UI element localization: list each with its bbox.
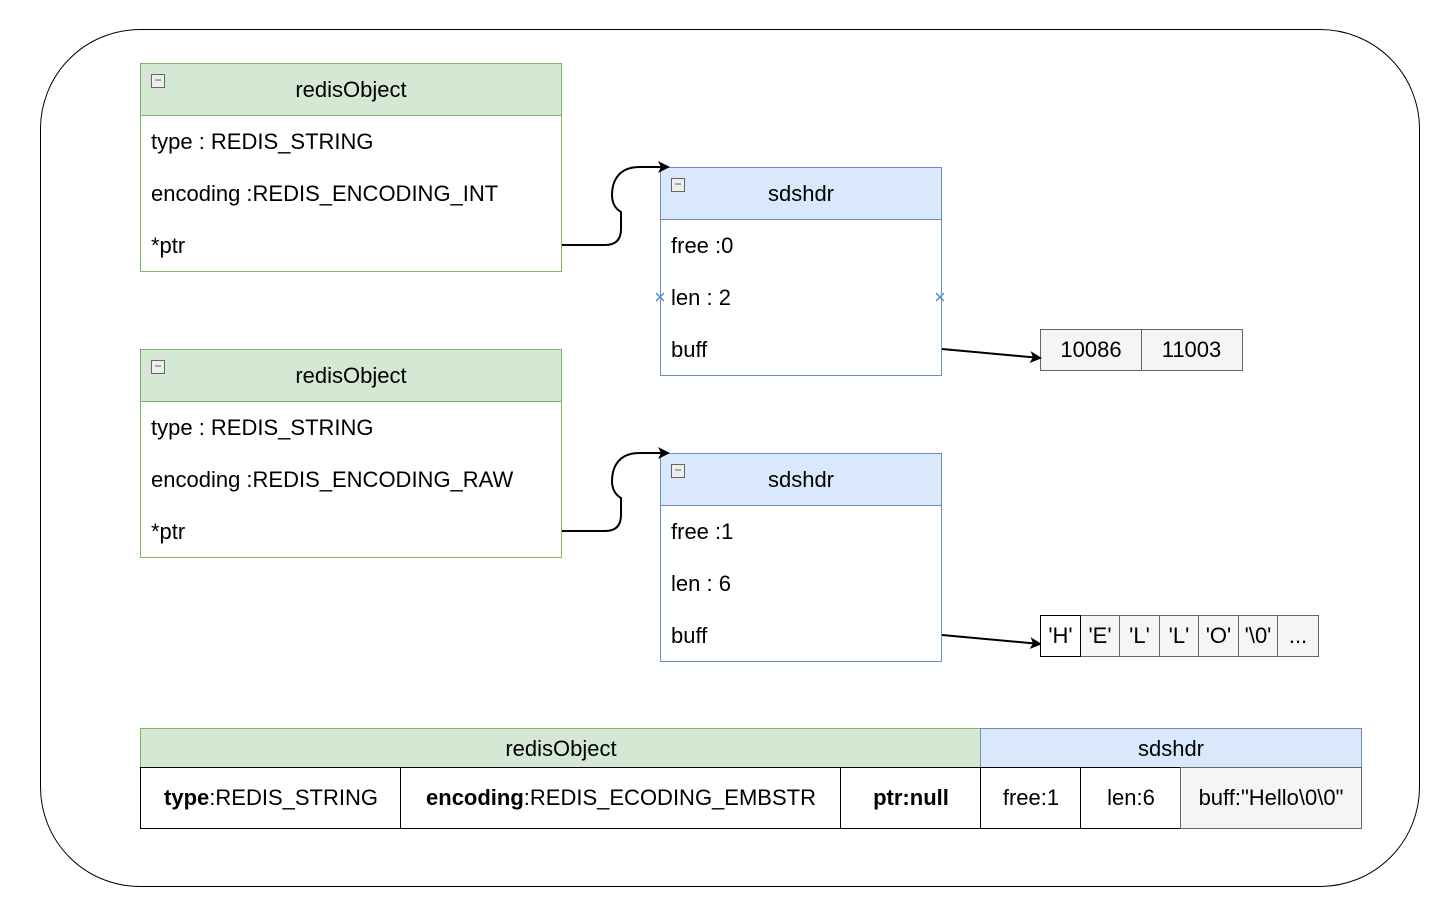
ptr-arrow-int — [562, 161, 670, 246]
ptr-arrow-raw — [562, 447, 670, 532]
embstr-buff-cell: buff:"Hello\0\0" — [1180, 767, 1362, 829]
ptr-value: ptr:null — [873, 785, 949, 810]
buffer-cell: 'L' — [1158, 615, 1200, 657]
free-value: free:1 — [1002, 785, 1060, 810]
embstr-sdshdr-label: sdshdr — [1137, 735, 1205, 761]
redis-object-int[interactable]: − redisObject type : REDIS_STRING encodi… — [140, 63, 562, 272]
buffer-cell: 'L' — [1119, 615, 1160, 657]
redis-object-raw-title: redisObject — [295, 362, 407, 388]
len-value: len:6 — [1107, 785, 1155, 810]
buff-arrow-raw — [941, 634, 1042, 650]
redis-object-int-title: redisObject — [295, 76, 407, 102]
buff-value: buff:"Hello\0\0" — [1198, 785, 1344, 810]
container-frame — [40, 29, 1420, 887]
embstr-redis-object-label: redisObject — [505, 735, 617, 761]
type-key: type — [164, 785, 210, 810]
embstr-table: redisObject sdshdr type:REDIS_STRING enc… — [140, 728, 1362, 829]
encoding-key: encoding — [426, 785, 524, 810]
sdshdr-int-header: − sdshdr — [661, 168, 941, 220]
embstr-type-cell: type:REDIS_STRING — [140, 767, 402, 829]
embstr-ptr-cell: ptr:null — [840, 767, 982, 829]
buffer-cell: 11003 — [1140, 329, 1243, 371]
buffer-cell: 10086 — [1040, 329, 1142, 371]
type-field: type : REDIS_STRING — [151, 129, 374, 154]
encoding-field: encoding :REDIS_ENCODING_INT — [151, 181, 499, 206]
buff-arrow-int — [941, 348, 1042, 364]
buffer-cell: 'H' — [1040, 615, 1081, 657]
sdshdr-raw[interactable]: − sdshdr free :1 len : 6 buff — [660, 453, 942, 662]
free-field: free :1 — [671, 519, 734, 544]
collapse-icon[interactable]: − — [671, 178, 685, 192]
sdshdr-int-title: sdshdr — [767, 180, 835, 206]
collapse-icon[interactable]: − — [671, 464, 685, 478]
embstr-redis-object-header: redisObject — [140, 728, 982, 769]
buff-field: buff — [671, 337, 708, 362]
buffer-cell: 'O' — [1198, 615, 1239, 657]
encoding-value: :REDIS_ECODING_EMBSTR — [523, 785, 816, 810]
encoding-field: encoding :REDIS_ENCODING_RAW — [151, 467, 514, 492]
int-buffer: 10086 11003 — [1040, 329, 1243, 371]
free-field: free :0 — [671, 233, 734, 258]
connection-point-icon — [935, 292, 945, 302]
len-field: len : 6 — [671, 571, 731, 596]
connection-point-icon — [655, 292, 665, 302]
embstr-free-cell: free:1 — [980, 767, 1082, 829]
collapse-icon[interactable]: − — [151, 74, 165, 88]
sdshdr-raw-header: − sdshdr — [661, 454, 941, 506]
redis-object-raw[interactable]: − redisObject type : REDIS_STRING encodi… — [140, 349, 562, 558]
embstr-encoding-cell: encoding:REDIS_ECODING_EMBSTR — [400, 767, 842, 829]
redis-object-raw-header: − redisObject — [141, 350, 561, 402]
buffer-cell: '\0' — [1237, 615, 1279, 657]
char-buffer: 'H' 'E' 'L' 'L' 'O' '\0' ... — [1040, 615, 1319, 657]
sdshdr-raw-title: sdshdr — [767, 466, 835, 492]
collapse-icon[interactable]: − — [151, 360, 165, 374]
buffer-cell: ... — [1277, 615, 1319, 657]
type-field: type : REDIS_STRING — [151, 415, 374, 440]
len-field: len : 2 — [671, 285, 731, 310]
embstr-len-cell: len:6 — [1080, 767, 1182, 829]
buff-field: buff — [671, 623, 708, 648]
ptr-field: *ptr — [151, 519, 186, 544]
ptr-field: *ptr — [151, 233, 186, 258]
redis-object-int-header: − redisObject — [141, 64, 561, 116]
type-value: :REDIS_STRING — [209, 785, 378, 810]
sdshdr-int[interactable]: − sdshdr free :0 len : 2 buff — [660, 167, 942, 376]
